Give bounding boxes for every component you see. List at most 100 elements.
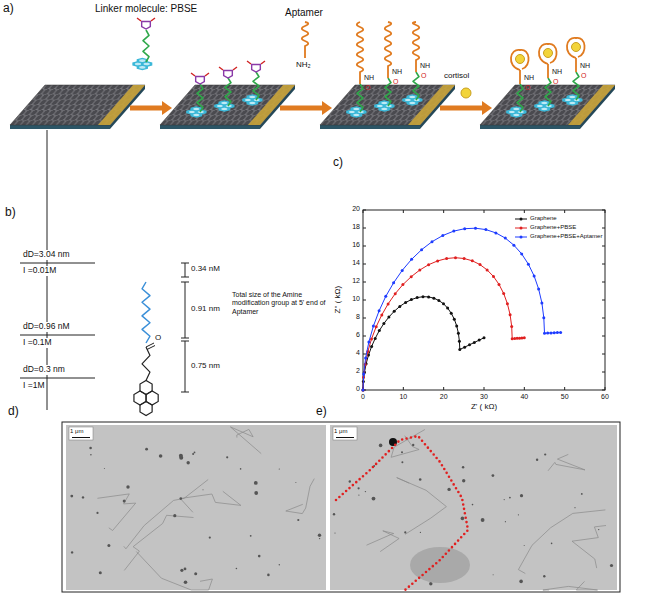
figure-label: 10	[399, 393, 407, 401]
gold-electrode	[568, 85, 615, 125]
data-point	[454, 256, 457, 259]
surface-particle	[173, 514, 176, 517]
data-point	[550, 331, 553, 334]
legend-sample	[515, 219, 527, 220]
surface-particle	[297, 519, 299, 521]
surface-particle	[518, 514, 519, 515]
surface-particle	[598, 529, 599, 530]
data-point	[404, 301, 407, 304]
pyrene-structure	[134, 381, 158, 416]
legend-sample-marker	[520, 236, 523, 239]
linker-chain	[225, 78, 231, 106]
figure-label: O	[553, 78, 558, 86]
carbonyl-bond	[247, 61, 251, 64]
surface-particle	[481, 518, 485, 522]
figure-label: 8	[356, 313, 360, 321]
axis-tick	[605, 387, 606, 390]
surface-particle	[254, 481, 258, 485]
data-point	[398, 305, 401, 308]
alkyl-chain	[142, 347, 150, 381]
graphene-wrinkle	[548, 454, 585, 470]
dimension-bar	[185, 282, 186, 338]
surface-particle	[99, 571, 102, 574]
carbonyl-bond	[261, 61, 265, 64]
data-point	[510, 325, 513, 328]
axis-tick	[443, 387, 444, 390]
pyrene-ring	[540, 107, 549, 111]
process-arrow	[130, 106, 163, 111]
axis-tick	[602, 336, 605, 337]
succinimide-ring	[142, 22, 151, 30]
axis-tick	[564, 387, 565, 390]
linker-chain	[253, 72, 259, 100]
figure-label: O	[581, 72, 586, 80]
surface-particle	[318, 534, 321, 537]
data-point	[367, 340, 370, 343]
dimension-tick	[181, 282, 189, 283]
figure-label: dD=0.96 nM	[22, 322, 71, 332]
figure-label: O	[525, 84, 530, 92]
data-point	[509, 313, 512, 316]
data-point	[494, 231, 497, 234]
scale-bar	[336, 437, 354, 438]
surface-particle	[180, 569, 183, 572]
dimension-tick	[181, 392, 189, 393]
data-point	[463, 227, 466, 230]
succinimide-ring	[224, 71, 233, 79]
axis-tick	[363, 300, 366, 301]
graphene-sheet	[10, 85, 145, 125]
data-point	[463, 346, 466, 349]
surface-particle	[574, 507, 575, 508]
process-arrowhead	[482, 101, 492, 115]
data-point	[540, 301, 543, 304]
linker-chain	[385, 78, 391, 106]
sheet-edge	[160, 125, 260, 129]
figure-label: 2	[356, 367, 360, 375]
impedance-curve	[363, 258, 524, 390]
surface-particle	[194, 452, 196, 454]
surface-particle	[107, 544, 110, 547]
figure-label: 0.91 nm	[191, 304, 220, 313]
sem-image	[330, 425, 617, 590]
graphene-wrinkle	[543, 581, 598, 590]
dimension-bar	[185, 263, 186, 277]
pyrene-ring	[138, 65, 147, 70]
data-point	[387, 302, 390, 305]
pyrene-ring	[512, 113, 521, 117]
data-point	[410, 275, 413, 278]
pyrene-ring	[568, 101, 577, 105]
data-point	[506, 302, 509, 305]
axis-tick	[363, 264, 366, 265]
surface-particle	[209, 537, 211, 539]
surface-particle	[226, 456, 228, 458]
graphene-sheet	[320, 85, 455, 125]
figure-label: NH	[580, 62, 590, 70]
axis-tick	[363, 228, 366, 229]
surface-particle	[543, 575, 545, 577]
linker-chain	[357, 84, 363, 112]
pyrene-ring	[380, 101, 389, 105]
surface-particle	[536, 459, 538, 461]
surface-particle	[240, 468, 242, 470]
data-point	[378, 309, 381, 312]
data-point	[410, 258, 413, 261]
data-point	[387, 316, 390, 319]
surface-particle	[492, 474, 495, 477]
carbonyl-bond	[191, 73, 195, 76]
pyrene-ring	[380, 107, 389, 111]
surface-particle	[279, 564, 280, 565]
surface-particle	[462, 479, 465, 482]
figure-label: b)	[5, 206, 16, 220]
surface-particle	[509, 497, 511, 499]
carbonyl-bond	[219, 67, 223, 70]
figure-label: 18	[352, 223, 360, 231]
surface-particle	[184, 581, 188, 585]
figure-label: 1 μm	[70, 428, 83, 435]
carbonyl-bond	[151, 18, 155, 21]
data-point	[427, 263, 430, 266]
legend-sample	[515, 228, 527, 229]
surface-particle	[404, 531, 406, 533]
aptamer-strand	[519, 70, 521, 84]
debye-length-tick	[20, 378, 95, 379]
folded-aptamer	[539, 44, 557, 64]
